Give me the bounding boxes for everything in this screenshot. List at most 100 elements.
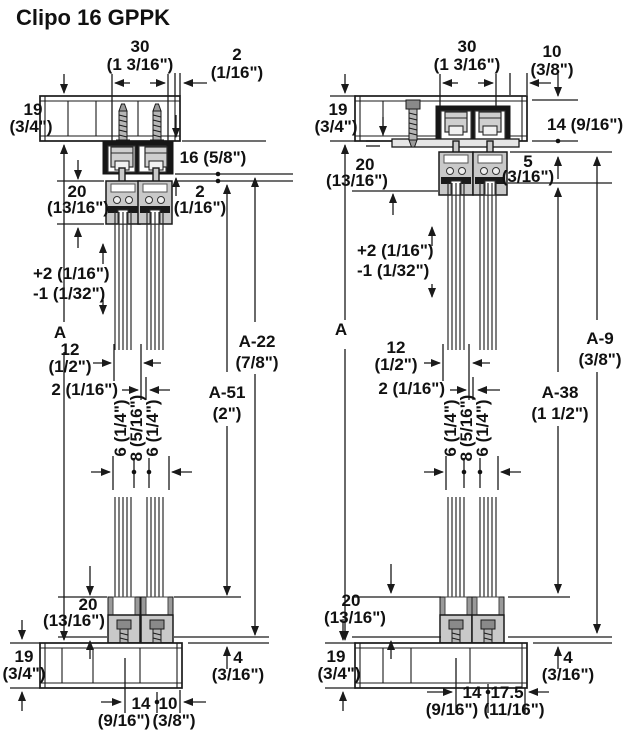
dim-label: 20: [356, 155, 375, 174]
dim-right-screw-spacing: 14 17.5 (9/16") (11/16"): [426, 658, 549, 719]
dim-left-glass-thicknesses: 6 (1/4") 8 (5/16") 6 (1/4"): [91, 395, 192, 490]
dim-label: 2: [195, 182, 204, 201]
dim-left-a51: A-51 (2"): [209, 184, 246, 596]
dim-right-flush-marks: [366, 117, 387, 147]
dim-label: 19: [15, 647, 34, 666]
dim-label-glass2: 6 (1/4"): [473, 399, 492, 456]
dim-label: 20: [342, 591, 361, 610]
dim-label-inch: (1/16"): [211, 63, 263, 82]
dim-label-inch: (1 3/16"): [107, 55, 174, 74]
dim-label-inch: (3/16"): [542, 665, 594, 684]
dim-left-panel-top: 19 (3/4"): [9, 74, 68, 136]
dim-label-inch: (3/16"): [502, 167, 554, 186]
dim-label: 14: [463, 683, 482, 702]
dim-label-minus: -1 (1/32"): [33, 284, 105, 303]
dim-label-inch: (3/4"): [2, 664, 45, 683]
dim-label: 14: [132, 694, 151, 713]
dim-label-gap8: 8 (5/16"): [127, 395, 146, 462]
dim-label: 14 (9/16"): [547, 115, 623, 134]
dim-label: 4: [233, 648, 243, 667]
dim-label-edge: 10: [159, 694, 178, 713]
dim-right-clip-bottom: 20 (13/16"): [324, 564, 441, 659]
dim-label-glass1: 6 (1/4"): [111, 399, 130, 456]
dim-right-a38: A-38 (1 1/2"): [531, 187, 589, 594]
dim-right-clip-top: 20 (13/16"): [326, 155, 438, 215]
left-view: 30 (1 3/16") 2 (1/16") 19 (3/4") 16 (5/8…: [2, 37, 293, 730]
right-view: 30 (1 3/16") 10 (3/8") 19 (3/4") 20 (13/…: [314, 37, 623, 719]
dim-label: 2 (1/16"): [51, 380, 118, 399]
dim-right-trim-clip-gap: 5 (3/16"): [502, 151, 612, 186]
dim-left-screw-spacing: 14 10 (9/16") (3/8"): [98, 658, 206, 730]
dim-label-glass2: 6 (1/4"): [143, 399, 162, 456]
dim-left-panel-bottom: 19 (3/4"): [2, 620, 46, 711]
dim-left-a22: A-22 (7/8"): [235, 177, 279, 636]
dim-label: A-9: [586, 329, 613, 348]
dim-label-glass1: 6 (1/4"): [441, 399, 460, 456]
dim-right-a9: A-9 (3/8"): [578, 156, 622, 634]
dim-label-inch: (3/4"): [317, 664, 360, 683]
dim-label: 12: [387, 338, 406, 357]
dim-left-clip-bottom: 20 (13/16"): [43, 566, 107, 659]
dim-right-edge-recess: 10 (3/8"): [529, 42, 574, 87]
glass-panels: [447, 183, 497, 615]
dim-label-inch: (13/16"): [326, 171, 388, 190]
dim-label: 19: [329, 100, 348, 119]
dim-left-track-clip-gap: 2 (1/16"): [174, 171, 293, 217]
dim-left-track-height: 16 (5/8"): [172, 115, 293, 196]
dim-label-inch: (3/16"): [212, 665, 264, 684]
dim-label: 19: [24, 100, 43, 119]
dim-label-edge-inch: (3/8"): [152, 711, 195, 730]
dim-label: A: [335, 320, 347, 339]
dim-label: A-22: [239, 332, 276, 351]
top-track: [102, 140, 174, 175]
dim-label-edge: 17.5: [490, 683, 523, 702]
dim-label-inch: (3/8"): [578, 350, 621, 369]
dim-label-inch: (1/16"): [174, 198, 226, 217]
dim-left-adjustment: +2 (1/16") -1 (1/32"): [33, 243, 110, 315]
dim-left-reveal: 2 (1/16"): [183, 45, 263, 87]
roller-carriage: [444, 111, 468, 136]
dim-label: A: [54, 323, 66, 342]
roller-carriage: [110, 146, 134, 171]
dim-label-inch: (7/8"): [235, 353, 278, 372]
dim-label: 20: [79, 595, 98, 614]
dim-label: 10: [543, 42, 562, 61]
dim-right-glass-thicknesses: 6 (1/4") 8 (5/16") 6 (1/4"): [424, 395, 521, 490]
dim-right-height-a: A: [335, 144, 349, 641]
dim-label: A-51: [209, 383, 246, 402]
roller-carriage: [478, 111, 502, 136]
dim-label: 19: [327, 647, 346, 666]
dim-label-inch: (1/2"): [374, 355, 417, 374]
dim-label: 2: [232, 45, 241, 64]
dim-label: 2 (1/16"): [378, 379, 445, 398]
dim-right-adjustment: +2 (1/16") -1 (1/32"): [357, 226, 436, 298]
dim-left-floor-gap: 4 (3/16"): [212, 646, 264, 684]
dim-label-edge-inch: (11/16"): [484, 700, 545, 719]
dim-label-inch: (1 3/16"): [434, 55, 501, 74]
roller-carriage: [144, 146, 168, 171]
page-title: Clipo 16 GPPK: [16, 5, 170, 30]
dim-right-track-width: 30 (1 3/16"): [434, 37, 501, 87]
dim-right-panel-bottom: 19 (3/4"): [317, 619, 361, 711]
dim-label: A-38: [542, 383, 579, 402]
hanger-stem: [152, 167, 160, 183]
dim-label: 20: [68, 182, 87, 201]
recessed-track: [435, 105, 511, 142]
dim-label-minus: -1 (1/32"): [357, 261, 429, 280]
dim-label-inch: (9/16"): [426, 700, 478, 719]
dim-left-glass-gap: 2 (1/16"): [51, 377, 170, 400]
dim-right-panel-top: 19 (3/4"): [314, 74, 358, 142]
dim-right-recess-depth: 14 (9/16"): [532, 74, 623, 144]
dim-label-plus: +2 (1/16"): [33, 264, 110, 283]
floor-panel: [39, 642, 183, 689]
dim-label: 5: [523, 152, 532, 171]
dim-label-inch: (1/2"): [48, 357, 91, 376]
dim-label-inch: (9/16"): [98, 711, 150, 730]
dim-label-inch: (13/16"): [47, 198, 109, 217]
dim-label-inch: (1 1/2"): [531, 404, 588, 423]
dim-label-inch: (2"): [213, 404, 242, 423]
dim-left-glass-inset: 12 (1/2"): [48, 340, 161, 400]
hanger-stem: [118, 167, 126, 183]
dim-left-track-width: 30 (1 3/16"): [107, 37, 174, 87]
